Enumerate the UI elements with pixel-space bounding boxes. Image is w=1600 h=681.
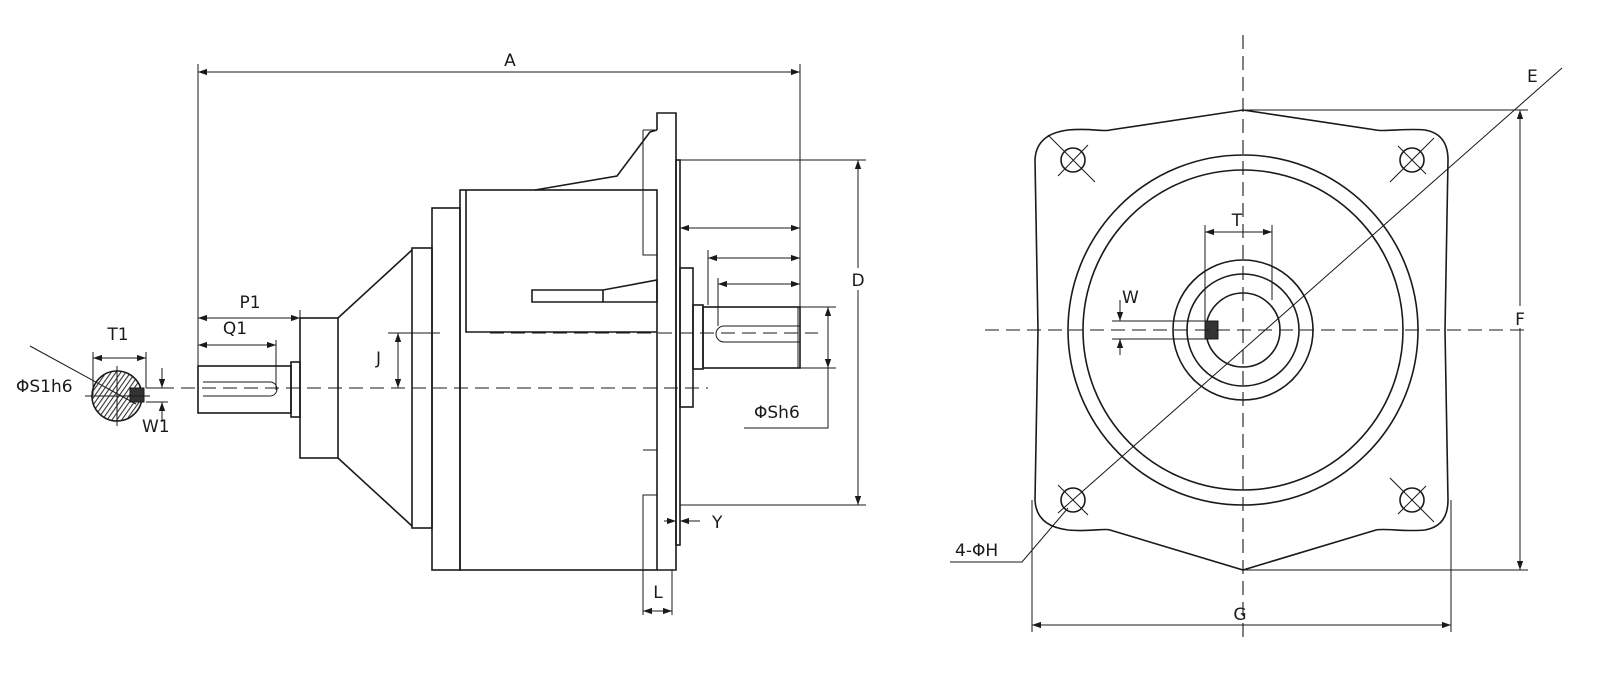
output-shaft xyxy=(702,306,801,369)
mounting-flange xyxy=(656,112,677,571)
label-J: J xyxy=(375,349,381,369)
input-flange-block xyxy=(299,317,339,459)
label-E: E xyxy=(1527,67,1538,87)
S1h6-leader xyxy=(29,345,137,405)
label-P1: P1 xyxy=(239,293,260,313)
label-Y: Y xyxy=(711,513,723,533)
H-leader xyxy=(950,507,1069,563)
E-leader xyxy=(1057,67,1563,514)
label-G: G xyxy=(1233,605,1246,625)
upper-chamber xyxy=(465,190,657,333)
label-T: T xyxy=(1231,211,1243,231)
bolt-hole-icon xyxy=(1389,477,1435,523)
top-rib xyxy=(534,129,658,191)
label-W1: W1 xyxy=(142,417,170,437)
label-A: A xyxy=(504,51,516,71)
label-Q1: Q1 xyxy=(223,319,247,339)
middle-rib xyxy=(531,279,658,303)
input-keyway xyxy=(203,381,278,397)
output-boss xyxy=(679,267,694,408)
input-key xyxy=(129,387,145,403)
output-keyway xyxy=(715,325,800,343)
label-S1h6: ΦS1h6 xyxy=(16,377,73,397)
label-W: W xyxy=(1122,288,1139,308)
input-cone xyxy=(337,249,413,527)
label-Sh6: ΦSh6 xyxy=(754,403,800,423)
flange-steps xyxy=(642,129,673,615)
label-L: L xyxy=(653,583,663,603)
label-D: D xyxy=(851,271,864,291)
front-view: E F G T W 4-ΦH xyxy=(950,35,1563,640)
label-F: F xyxy=(1515,310,1525,330)
mounting-flange-outline xyxy=(1034,109,1449,571)
side-view: A P1 Q1 ΦS1h6 T1 W1 J xyxy=(16,51,868,615)
adapter-plate xyxy=(431,207,461,571)
bolt-hole-icon xyxy=(1389,137,1435,183)
label-T1: T1 xyxy=(106,325,128,345)
bolt-hole-icon xyxy=(1047,134,1096,183)
output-collar xyxy=(692,304,704,370)
main-body xyxy=(459,189,658,571)
bolt-holes xyxy=(1047,134,1435,523)
label-H: 4-ΦH xyxy=(955,541,998,561)
input-shaft-collar xyxy=(290,361,301,418)
